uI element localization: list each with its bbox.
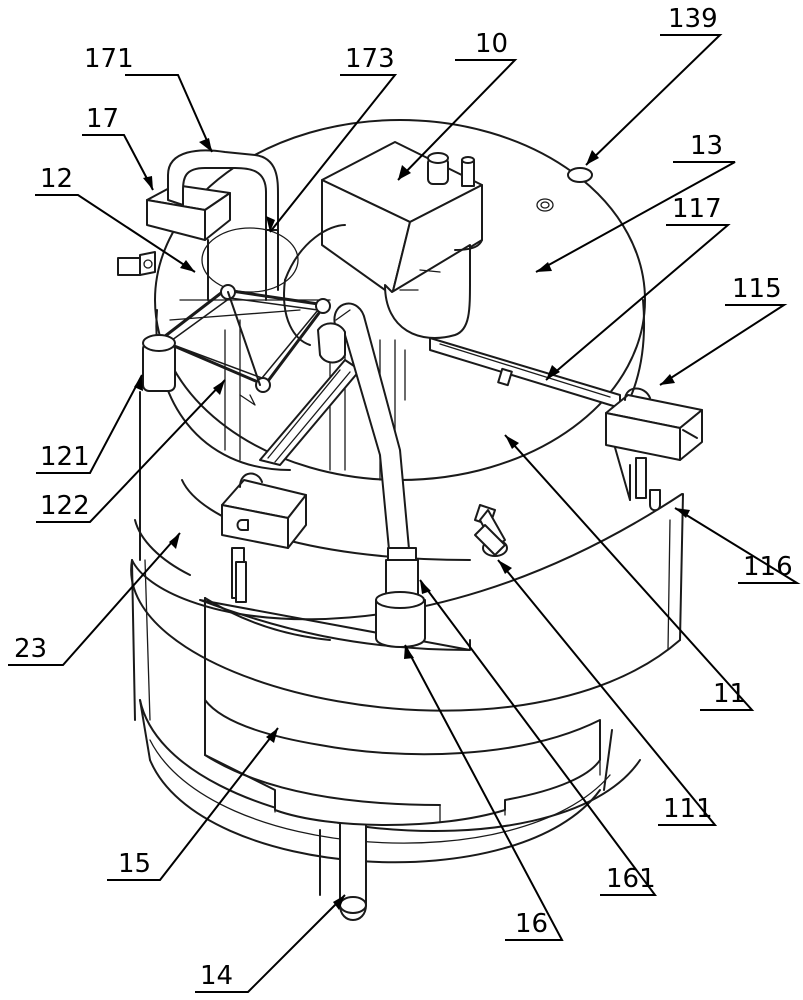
left-rail <box>259 359 361 466</box>
label-11: 11 <box>713 679 746 709</box>
outer-drum <box>130 493 684 721</box>
label-121: 121 <box>40 442 90 472</box>
label-116: 116 <box>743 552 793 582</box>
label-17: 17 <box>86 104 119 134</box>
vertical-pipe <box>333 302 426 648</box>
leader-lines <box>8 34 801 993</box>
leader-arrows <box>134 138 690 910</box>
feeder-box <box>146 149 279 301</box>
label-12: 12 <box>40 164 73 194</box>
label-171: 171 <box>84 44 134 74</box>
right-clamp <box>605 387 703 512</box>
label-111: 111 <box>663 794 713 824</box>
mixer-disk <box>283 224 346 346</box>
label-122: 122 <box>40 491 90 521</box>
right-rail <box>429 337 621 409</box>
label-139: 139 <box>668 4 718 34</box>
label-14: 14 <box>200 961 233 991</box>
outlet-pipe <box>319 809 367 921</box>
label-15: 15 <box>118 849 151 879</box>
label-117: 117 <box>672 194 722 224</box>
valve-fitting <box>474 504 508 557</box>
label-173: 173 <box>345 44 395 74</box>
side-motor <box>117 251 176 561</box>
left-clamp <box>221 472 307 603</box>
label-16: 16 <box>515 909 548 939</box>
label-23: 23 <box>14 634 47 664</box>
callout-labels: 171 173 10 139 17 12 13 117 115 121 122 … <box>14 4 793 991</box>
label-13: 13 <box>690 131 723 161</box>
inner-cylinder <box>201 227 299 301</box>
label-10: 10 <box>475 29 508 59</box>
label-115: 115 <box>732 274 782 304</box>
label-161: 161 <box>606 864 656 894</box>
top-fitting <box>536 167 593 212</box>
motor-box <box>321 141 483 339</box>
